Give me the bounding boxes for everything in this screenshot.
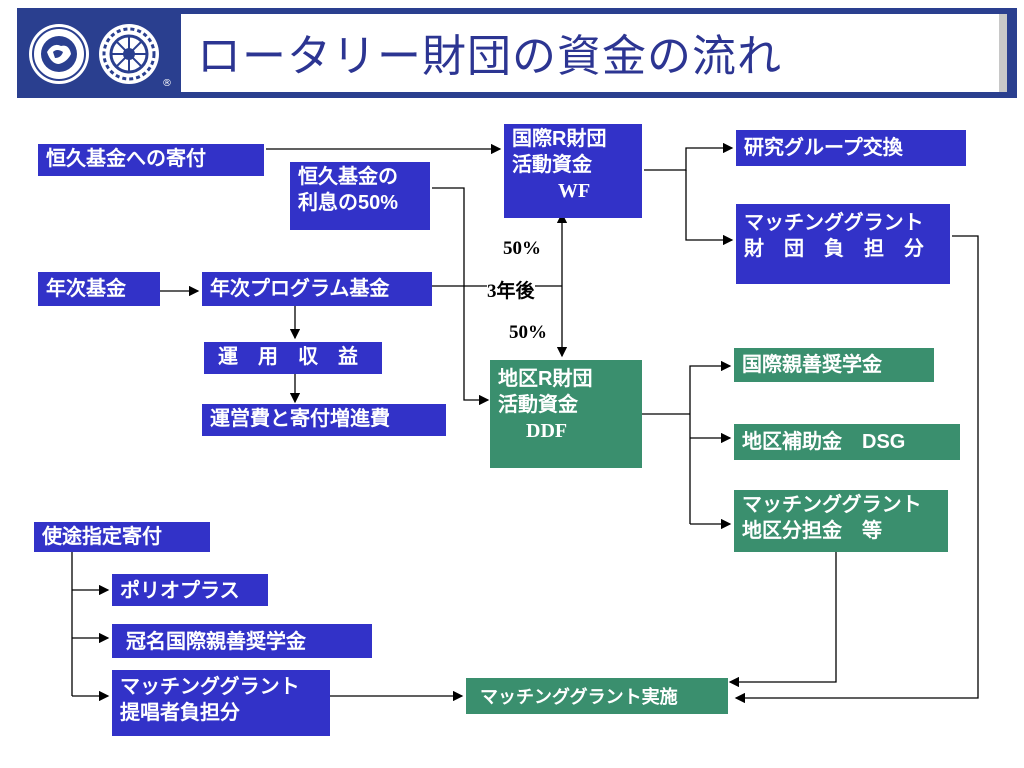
operating-costs-box: 運営費と寄付増進費 [202,404,446,436]
endowment-interest-box: 恒久基金の 利息の50% [290,162,430,230]
ddf-box: 地区R財団 活動資金 DDF [490,360,642,468]
polioplus-box: ポリオプラス [112,574,268,606]
title-frame: ロータリー財団の資金の流れ [175,8,1017,98]
registered-mark: ® [162,78,172,89]
wf-line3: WF [558,180,591,202]
wf-box: 国際R財団 活動資金 WF [504,124,642,218]
wf-line1: 国際R財団 [512,128,607,150]
mg-foundation-line2: 財 団 負 担 分 [744,238,924,260]
mg-sponsor-box: マッチンググラント 提唱者負担分 [112,670,330,736]
percent-label-bottom: 50% [509,322,547,344]
page-title: ロータリー財団の資金の流れ [197,31,782,82]
mg-district-line2: 地区分担金 等 [742,520,882,542]
ddf-line3: DDF [526,420,568,442]
endowment-interest-line2: 利息の50% [298,192,399,214]
wf-line2: 活動資金 [512,154,592,176]
mg-implementation-box: マッチンググラント実施 [466,678,728,714]
mg-foundation-line1: マッチンググラント [744,212,924,234]
annual-fund-box: 年次基金 [38,272,160,306]
ambassadorial-scholarship-box: 国際親善奨学金 [734,348,934,382]
mg-foundation-box: マッチンググラント 財 団 負 担 分 [736,204,950,284]
mg-sponsor-line2: 提唱者負担分 [120,702,240,724]
mg-district-line1: マッチンググラント [742,494,922,516]
header: ® ロータリー財団の資金の流れ [17,8,1017,98]
mg-sponsor-line1: マッチンググラント [120,676,300,698]
ddf-line1: 地区R財団 [498,368,593,390]
dsg-box: 地区補助金 DSG [734,424,960,460]
annual-program-fund-box: 年次プログラム基金 [202,272,432,306]
three-years-later-label: 3年後 [487,276,535,303]
designated-gift-box: 使途指定寄付 [34,522,210,552]
title-panel: ロータリー財団の資金の流れ [181,14,1007,92]
mg-district-box: マッチンググラント 地区分担金 等 [734,490,948,552]
rotary-foundation-logo-icon [29,24,89,84]
ddf-line2: 活動資金 [498,394,578,416]
named-scholarship-box: 冠名国際親善奨学金 [112,624,372,658]
gse-box: 研究グループ交換 [736,130,966,166]
percent-label-top: 50% [503,238,541,260]
logo-panel: ® [17,8,175,98]
endowment-interest-line1: 恒久基金の [298,166,398,188]
rotary-wheel-logo-icon [99,24,159,84]
investment-income-box: 運 用 収 益 [204,342,382,374]
endowment-gift-box: 恒久基金への寄付 [38,144,264,176]
